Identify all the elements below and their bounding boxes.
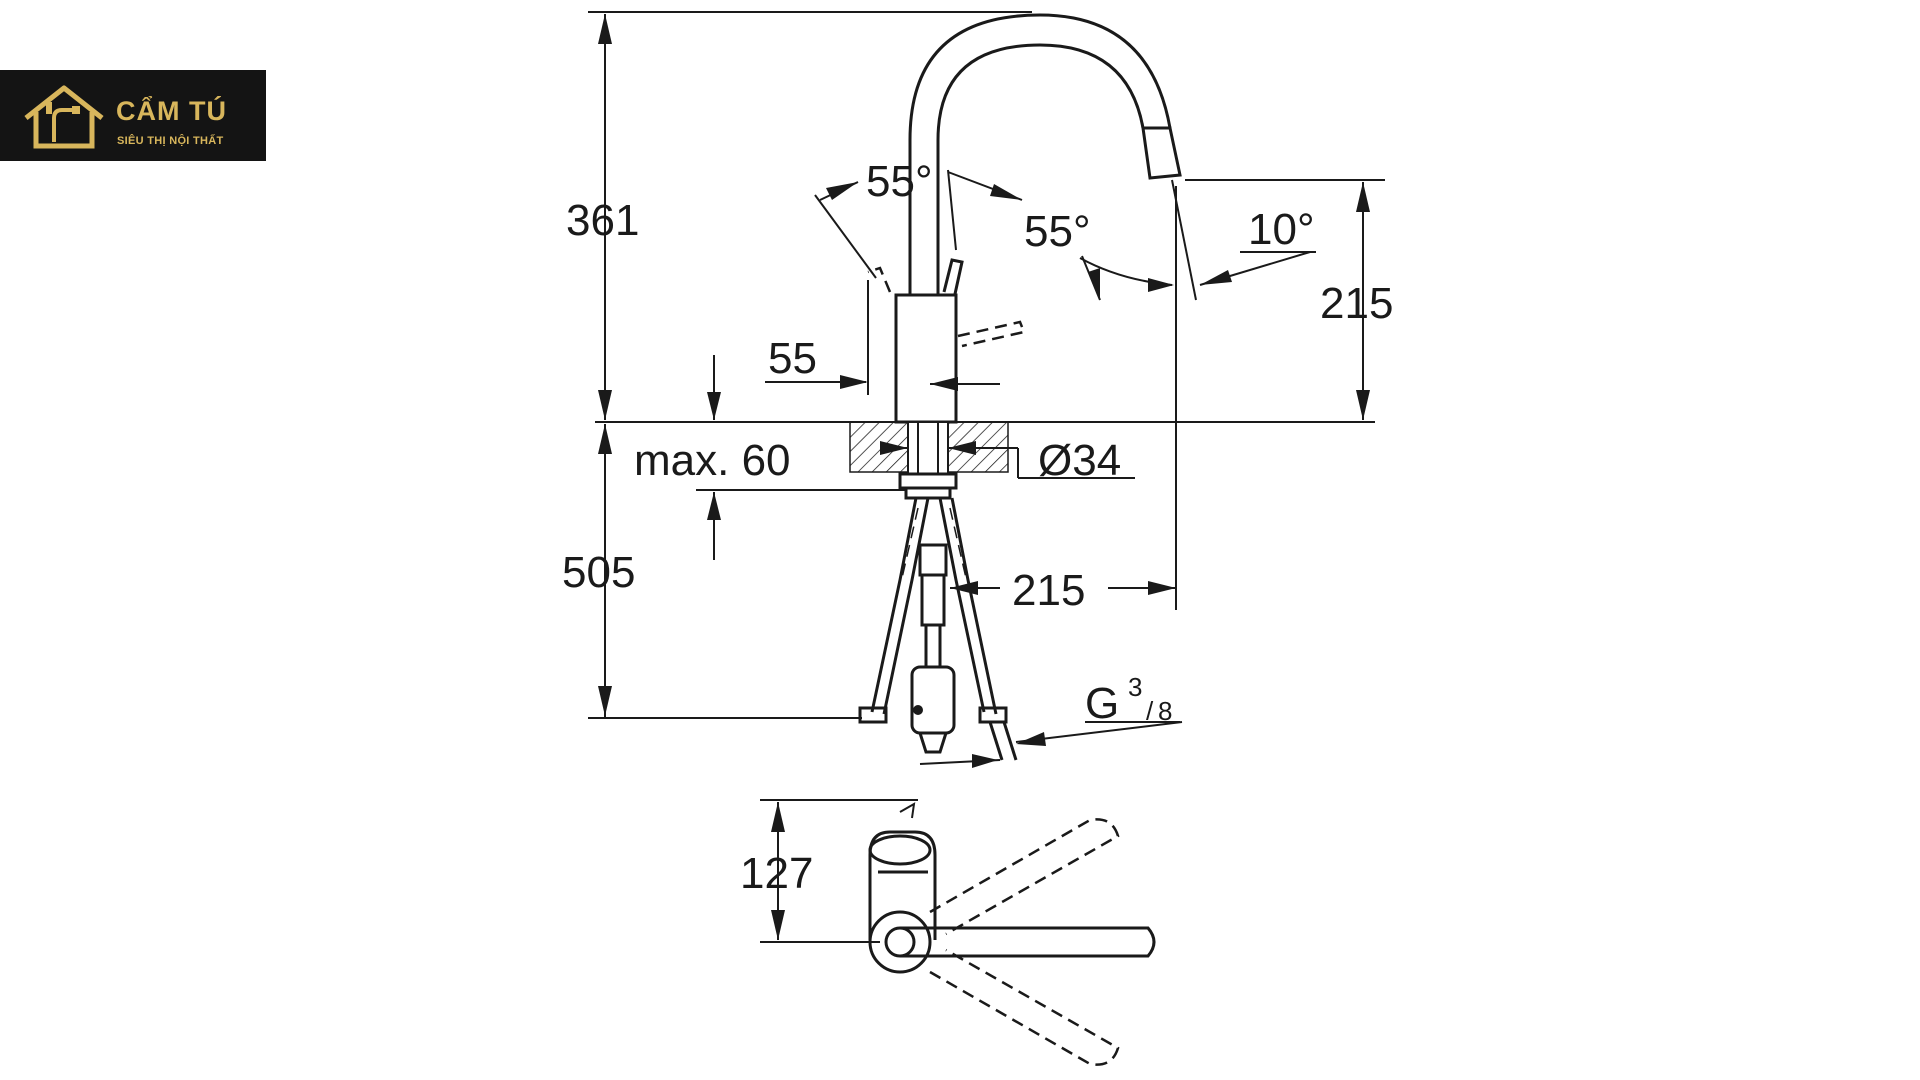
- dimension-connection: [919, 721, 1183, 768]
- aerator: [1141, 126, 1182, 180]
- dimension-505: [588, 424, 862, 719]
- dim-connection-denominator: 8: [1158, 696, 1172, 726]
- brand-name: CẨM TÚ: [116, 96, 227, 126]
- dim-hole-diameter: Ø34: [1038, 436, 1121, 485]
- dim-connection-numerator: 3: [1128, 672, 1142, 702]
- dim-connection-slash: /: [1146, 696, 1154, 726]
- brand-logo: CẨM TÚ SIÊU THỊ NỘI THẤT: [0, 70, 266, 161]
- dim-spout-angle: 10°: [1248, 205, 1315, 254]
- dim-lever-angle-left: 55°: [866, 157, 933, 206]
- dim-spout-height: 215: [1320, 279, 1393, 328]
- dim-below-deck: 505: [562, 548, 635, 597]
- brand-tagline: SIÊU THỊ NỘI THẤT: [117, 135, 224, 147]
- counterweight: [910, 665, 956, 735]
- dimension-max60: [696, 355, 906, 560]
- dim-spout-reach: 215: [1012, 566, 1085, 615]
- dimension-215-reach: [950, 186, 1177, 610]
- supply-hoses: [858, 497, 1018, 761]
- house-faucet-icon: [24, 85, 104, 149]
- dim-max-deck: max. 60: [634, 436, 791, 485]
- dim-connection-thread: G: [1085, 679, 1119, 728]
- faucet-body: [894, 293, 958, 424]
- dim-lever-angle-right: 55°: [1024, 207, 1091, 256]
- faucet-top-view: [760, 799, 1156, 1066]
- spout-inner: [936, 43, 1145, 295]
- faucet-side-view: [867, 13, 1182, 424]
- dimension-361: [588, 11, 1032, 420]
- dim-lever-offset: 55: [768, 334, 817, 383]
- lever: [942, 258, 964, 295]
- dim-top-depth: 127: [740, 849, 813, 898]
- dimension-215-height: [1185, 179, 1385, 420]
- dimension-angles: [814, 169, 1174, 301]
- spout-outer: [908, 13, 1172, 295]
- dim-total-height: 361: [566, 196, 639, 245]
- lever-forward-position: [957, 320, 1026, 348]
- dimension-diameter: [880, 441, 1135, 479]
- dimension-55-offset: [765, 280, 1000, 395]
- lever-left-position: [867, 266, 892, 293]
